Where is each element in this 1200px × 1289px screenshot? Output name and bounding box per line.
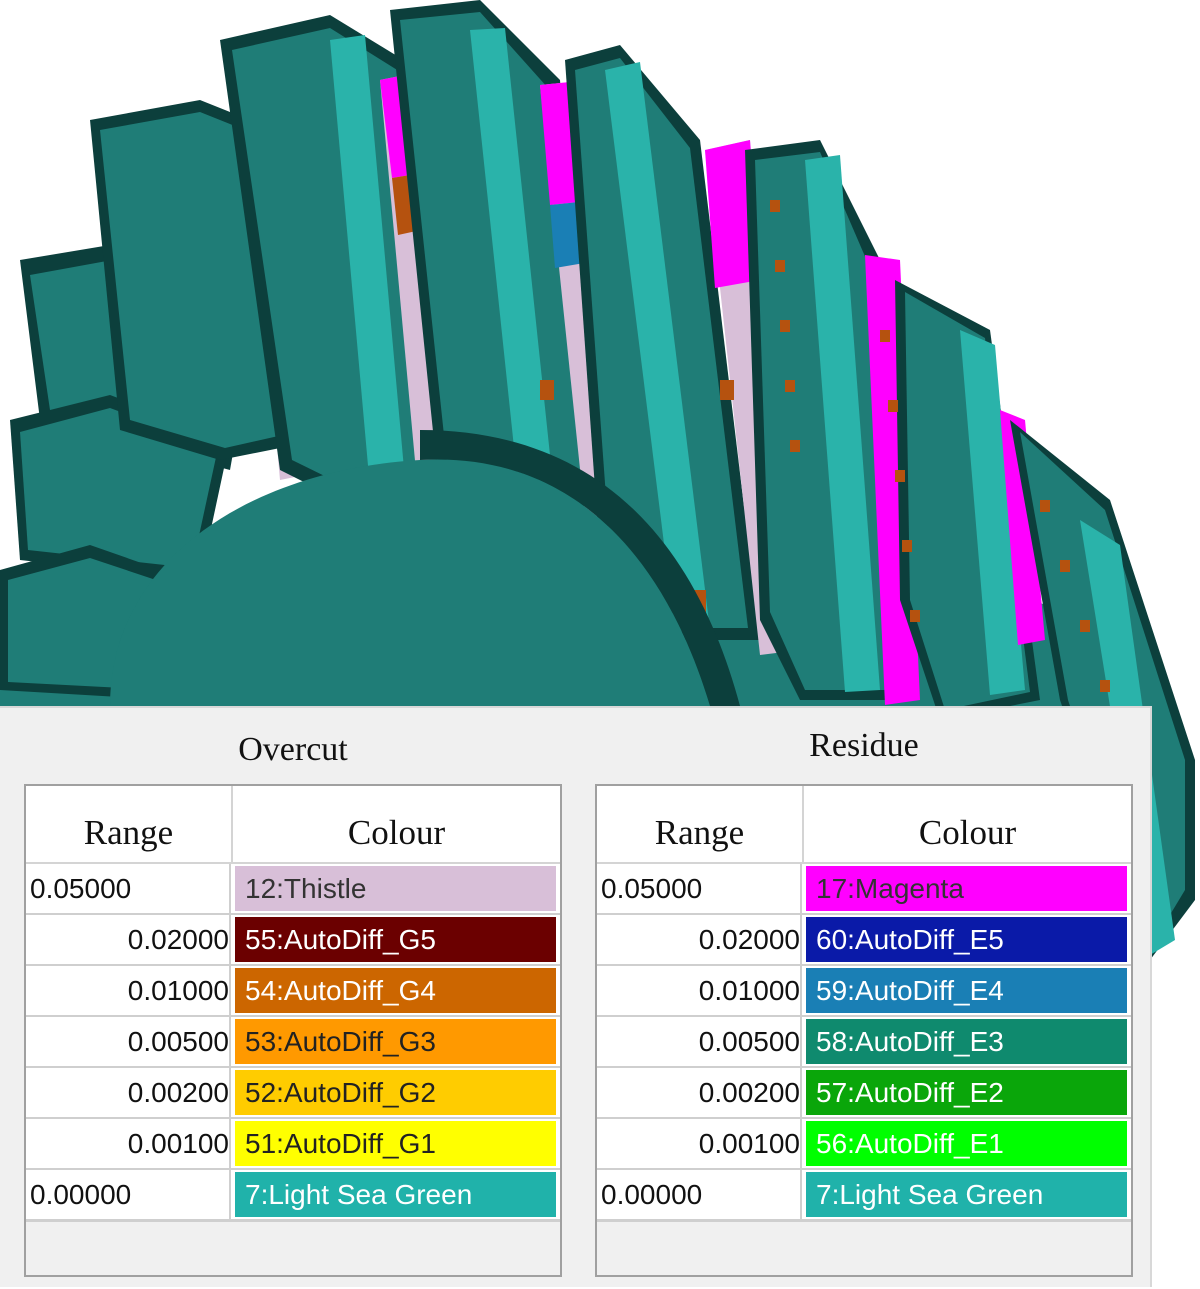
overcut-empty-row — [26, 1220, 560, 1275]
overcut-range-value[interactable]: 0.00200 — [26, 1068, 231, 1117]
residue-colour-header: Colour — [918, 813, 1017, 852]
overcut-title: Overcut — [238, 731, 348, 768]
overcut-range-header: Range — [26, 786, 233, 862]
gear-flank-strip — [1000, 410, 1045, 645]
overcut-range-value[interactable]: 0.00500 — [26, 1017, 231, 1066]
residue-colour-swatch[interactable]: 17:Magenta — [806, 866, 1127, 911]
residue-empty-row — [597, 1220, 1131, 1275]
overcut-range-value[interactable]: 0.01000 — [26, 966, 231, 1015]
overcut-colour-header: Colour — [347, 813, 446, 852]
overcut-colour-swatch[interactable]: 55:AutoDiff_G5 — [235, 917, 556, 962]
residue-range-value[interactable]: 0.00200 — [597, 1068, 802, 1117]
overcut-colour-swatch[interactable]: 12:Thistle — [235, 866, 556, 911]
residue-range-value[interactable]: 0.05000 — [597, 864, 802, 913]
overcut-colour-swatch[interactable]: 54:AutoDiff_G4 — [235, 968, 556, 1013]
residue-colour-swatch[interactable]: 7:Light Sea Green — [806, 1172, 1127, 1217]
overcut-range-value[interactable]: 0.00100 — [26, 1119, 231, 1168]
residue-title: Residue — [809, 727, 919, 764]
residue-range-value[interactable]: 0.01000 — [597, 966, 802, 1015]
overcut-range-value[interactable]: 0.02000 — [26, 915, 231, 964]
residue-range-value[interactable]: 0.00000 — [597, 1170, 802, 1219]
gear-tooth-band — [470, 28, 560, 552]
gear-tooth-band — [605, 62, 710, 632]
gear-tooth — [20, 408, 218, 568]
gear-hub-face — [110, 459, 710, 706]
overcut-colour-swatch[interactable]: 52:AutoDiff_G2 — [235, 1070, 556, 1115]
overcut-colour-swatch[interactable]: 51:AutoDiff_G1 — [235, 1121, 556, 1166]
residue-colour-swatch[interactable]: 57:AutoDiff_E2 — [806, 1070, 1127, 1115]
residue-colour-swatch[interactable]: 59:AutoDiff_E4 — [806, 968, 1127, 1013]
overcut-colour-swatch[interactable]: 7:Light Sea Green — [235, 1172, 556, 1217]
residue-range-value[interactable]: 0.02000 — [597, 915, 802, 964]
gear-hub-shadow — [420, 430, 740, 706]
gear-tooth-band — [960, 330, 1025, 695]
residue-colour-swatch[interactable]: 56:AutoDiff_E1 — [806, 1121, 1127, 1166]
overcut-table-header: Range Colour — [26, 786, 560, 864]
gear-tooth-band — [330, 35, 405, 488]
gear-tooth-band — [805, 155, 880, 692]
residue-colour-swatch[interactable]: 58:AutoDiff_E3 — [806, 1019, 1127, 1064]
residue-table-header: Range Colour — [597, 786, 1131, 864]
overcut-range-value[interactable]: 0.00000 — [26, 1170, 231, 1219]
residue-range-value[interactable]: 0.00100 — [597, 1119, 802, 1168]
residue-colour-swatch[interactable]: 60:AutoDiff_E5 — [806, 917, 1127, 962]
overcut-colour-swatch[interactable]: 53:AutoDiff_G3 — [235, 1019, 556, 1064]
residue-range-value[interactable]: 0.00500 — [597, 1017, 802, 1066]
overcut-range-value[interactable]: 0.05000 — [26, 864, 231, 913]
residue-range-header: Range — [597, 786, 804, 862]
